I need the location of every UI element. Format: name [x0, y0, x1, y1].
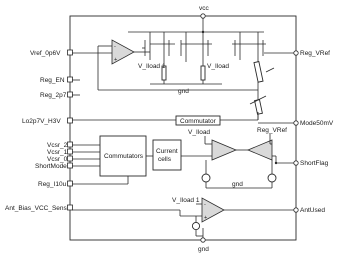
commutator-block [175, 115, 221, 126]
pin-shortflag[interactable] [293, 160, 299, 166]
pmos-output [232, 32, 294, 60]
pin-label-shortmode: ShortMode [35, 163, 67, 170]
pin-label-reg-vref: Reg_VRef [300, 50, 330, 57]
pin-lo2p7v-h3v[interactable] [67, 117, 73, 124]
svg-text:-: - [114, 44, 116, 50]
label-gnd-mid: gnd [232, 181, 243, 188]
bias-current-source [191, 221, 201, 231]
pin-label-reg-2p7: Reg_2p7 [40, 92, 67, 99]
right-pins: Reg_VRef Mode50mV ShortFlag AntUsed [293, 50, 334, 214]
label-reg-vref-mid: Reg_VRef [257, 127, 287, 134]
pin-antused[interactable] [293, 207, 299, 213]
pin-label-vcsr-1: Vcsr_1 [47, 149, 68, 156]
pin-label-vref-0p6v: Vref_0p6V [30, 50, 61, 57]
pin-label-vcsr-0: Vcsr_0 [47, 156, 68, 163]
error-amplifier [111, 39, 135, 65]
svg-text:+: + [204, 215, 207, 221]
pin-ant-bias-vcc-sens[interactable] [67, 204, 73, 211]
pin-label-vcc: vcc [199, 5, 210, 12]
pin-label-reg-en: Reg_EN [40, 77, 65, 84]
pin-label-vcsr-2: Vcsr_2 [47, 142, 68, 149]
pmos-mirror-middle [180, 32, 212, 62]
pin-shortmode[interactable] [67, 162, 73, 169]
pin-reg-en[interactable] [67, 76, 73, 83]
pin-vcsr-2[interactable] [67, 141, 73, 148]
commutators-label: Commutators [104, 153, 144, 160]
current-source-left [201, 173, 211, 183]
svg-text:+: + [114, 57, 117, 63]
pin-reg-i10u[interactable] [67, 180, 73, 187]
comparator-right [246, 139, 273, 161]
pin-vcc[interactable] [200, 13, 206, 19]
pin-gnd[interactable] [200, 237, 206, 243]
pin-label-shortflag: ShortFlag [300, 160, 329, 167]
current-cells-label: Current [156, 148, 178, 155]
pin-label-reg-i10u: Reg_I10u [38, 181, 67, 188]
label-v-iload-mid: V_Iload [188, 129, 210, 136]
pin-label-antused: AntUsed [300, 207, 325, 214]
left-pins: Vref_0p6V Reg_EN Reg_2p7 Lo2p7V_H3V Vcsr… [5, 49, 73, 212]
current-cells-label-2: cells [158, 156, 172, 163]
commutator-label: Commutator [180, 118, 217, 125]
resistor-load-2 [200, 65, 206, 81]
label-v-iload-1-top: V_Iload 1 [138, 63, 166, 70]
pmos-mirror-left [142, 32, 175, 62]
current-source-right [267, 173, 277, 183]
commutators-block [99, 135, 147, 177]
pin-vcsr-1[interactable] [67, 148, 73, 155]
current-cells-block [152, 139, 182, 171]
pin-mode50mv[interactable] [293, 120, 299, 126]
output-resistor [253, 61, 264, 83]
label-v-iload-1-bot: V_Iload 1 [172, 197, 200, 204]
pin-label-lo2p7v-h3v: Lo2p7V_H3V [22, 118, 61, 125]
pin-reg-vref[interactable] [293, 50, 299, 56]
svg-text:-: - [204, 202, 206, 208]
pin-label-mode50mv: Mode50mV [300, 120, 334, 127]
pin-reg-2p7[interactable] [67, 91, 73, 98]
pin-label-gnd: gnd [198, 246, 209, 253]
label-v-iload-top: V_Iload [207, 63, 229, 70]
label-gnd-top: gnd [178, 88, 189, 95]
pin-label-ant-bias-vcc-sens: Ant_Bias_VCC_Sens [5, 205, 68, 212]
pin-vcsr-0[interactable] [67, 155, 73, 162]
antenna-comparator [201, 197, 225, 223]
pin-vref-0p6v[interactable] [67, 49, 73, 56]
comparator-left [211, 139, 238, 161]
